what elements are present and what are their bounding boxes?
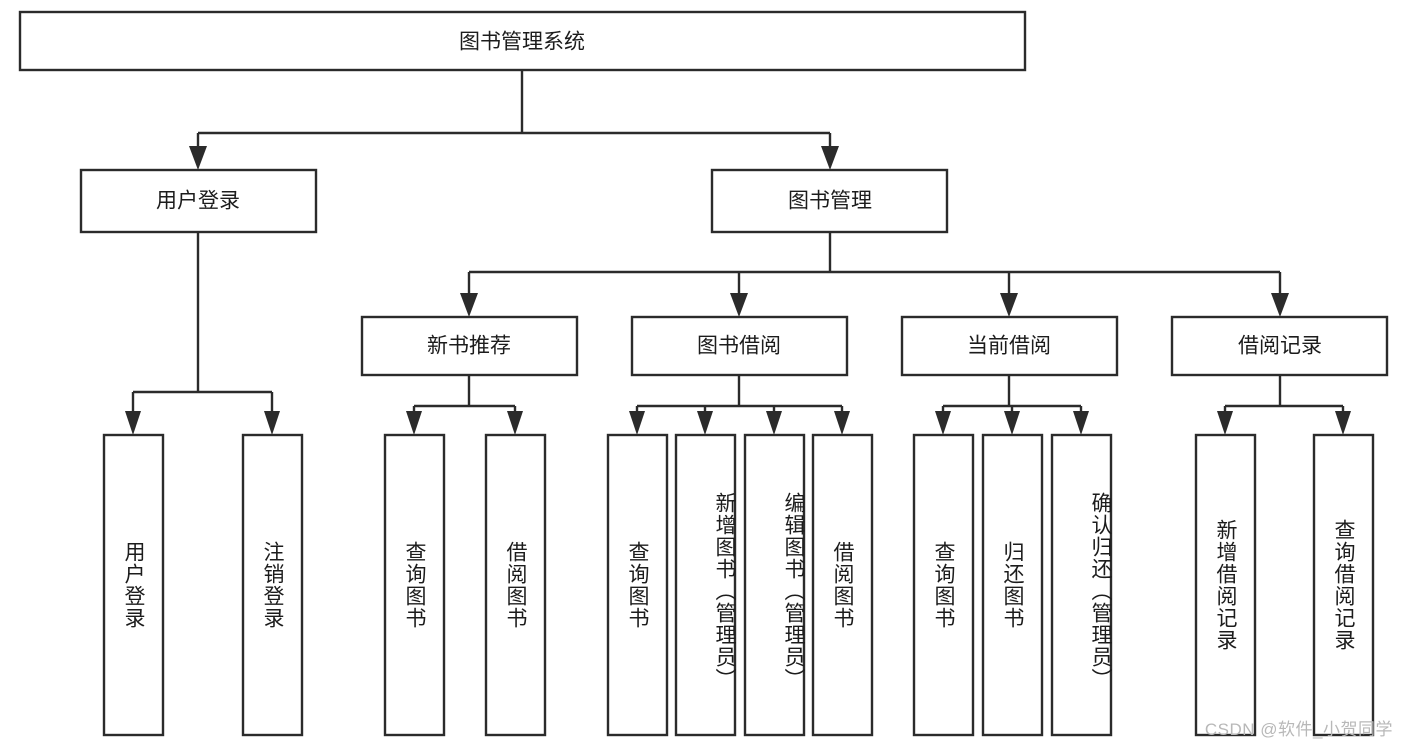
arrow-head-leaf-edit-book [766, 411, 782, 435]
node-box-leaf-edit-book[interactable] [743, 433, 806, 737]
node-label-root: 图书管理系统 [459, 31, 585, 54]
arrow-head-leaf-borrow-book-recommend [507, 411, 523, 435]
node-box-leaf-confirm-return[interactable] [1050, 433, 1113, 737]
node-box-leaf-query-book-recommend[interactable] [383, 433, 446, 737]
node-box-current-borrow[interactable] [900, 315, 1119, 377]
node-box-leaf-query-book-current[interactable] [912, 433, 975, 737]
arrow-head-new-book-recommend [460, 293, 478, 317]
node-box-borrow-record[interactable] [1170, 315, 1389, 377]
node-box-leaf-add-borrow-record[interactable] [1194, 433, 1257, 737]
node-label-current-borrow: 当前借阅 [967, 335, 1051, 358]
node-box-leaf-borrow-book-recommend[interactable] [484, 433, 547, 737]
arrow-head-user-login [189, 146, 207, 170]
arrow-head-leaf-return-book [1004, 411, 1020, 435]
arrow-head-leaf-user-login [125, 411, 141, 435]
arrow-head-leaf-query-book-borrow [629, 411, 645, 435]
node-layer: 图书管理系统 用户登录 图书管理 新书推荐 图书借阅 当前借阅 借阅记录 [18, 10, 1389, 737]
arrow-head-leaf-query-book-recommend [406, 411, 422, 435]
arrow-head-leaf-add-book [697, 411, 713, 435]
node-box-leaf-user-login[interactable] [102, 433, 165, 737]
arrow-head-book-borrow [730, 293, 748, 317]
arrow-head-leaf-logout [264, 411, 280, 435]
node-label-new-book-recommend: 新书推荐 [427, 335, 511, 358]
node-box-leaf-logout[interactable] [241, 433, 304, 737]
node-label-borrow-record: 借阅记录 [1238, 335, 1322, 358]
node-label-book-borrow: 图书借阅 [697, 335, 781, 358]
node-label-book-management: 图书管理 [788, 190, 872, 213]
arrow-head-current-borrow [1000, 293, 1018, 317]
arrow-head-leaf-query-book-current [935, 411, 951, 435]
arrow-head-borrow-record [1271, 293, 1289, 317]
node-label-user-login: 用户登录 [156, 190, 240, 213]
node-box-book-management[interactable] [710, 168, 949, 234]
node-box-book-borrow[interactable] [630, 315, 849, 377]
node-box-leaf-add-book[interactable] [674, 433, 737, 737]
node-box-root[interactable] [18, 10, 1027, 72]
node-box-user-login[interactable] [79, 168, 318, 234]
arrow-head-leaf-confirm-return [1073, 411, 1089, 435]
arrow-head-book-management [821, 146, 839, 170]
node-box-leaf-return-book[interactable] [981, 433, 1044, 737]
node-box-leaf-query-borrow-record[interactable] [1312, 433, 1375, 737]
node-box-leaf-query-book-borrow[interactable] [606, 433, 669, 737]
node-box-leaf-borrow-book[interactable] [811, 433, 874, 737]
connector-layer [125, 70, 1351, 435]
node-box-new-book-recommend[interactable] [360, 315, 579, 377]
arrow-head-leaf-borrow-book [834, 411, 850, 435]
arrow-head-leaf-add-borrow-record [1217, 411, 1233, 435]
arrow-head-leaf-query-borrow-record [1335, 411, 1351, 435]
